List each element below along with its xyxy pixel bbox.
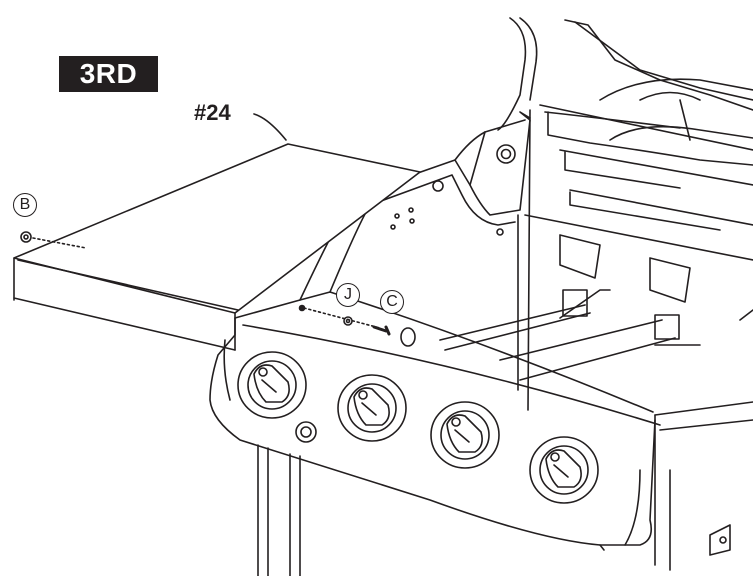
knob-1 [237,351,307,419]
part-number-callout: #24 [194,100,231,125]
control-knobs [237,351,599,504]
step-badge: 3RD [59,56,158,92]
dotted-line-j [303,307,381,329]
part-callout-leader [253,113,287,141]
dotted-line-b [32,237,87,249]
cart-legs [257,444,301,576]
igniter-button [295,421,317,443]
knob-2 [337,374,407,442]
burners [439,234,701,381]
control-panel [209,291,661,551]
knob-4 [529,436,599,504]
hardware-label-b: B [13,193,37,217]
grill-lid [497,17,753,141]
bushing [400,327,416,347]
knob-3 [430,401,500,469]
right-shelf [654,309,753,571]
hardware-label-j: J [336,283,360,307]
hardware-parts [20,231,416,347]
firebox-back-wall [517,104,753,411]
washer-b [20,231,32,243]
washer-j [343,316,353,326]
bolt-c [372,325,391,336]
side-frame-panel [299,111,531,301]
hardware-label-c: C [380,290,404,314]
side-shelf-part-24 [13,143,421,351]
